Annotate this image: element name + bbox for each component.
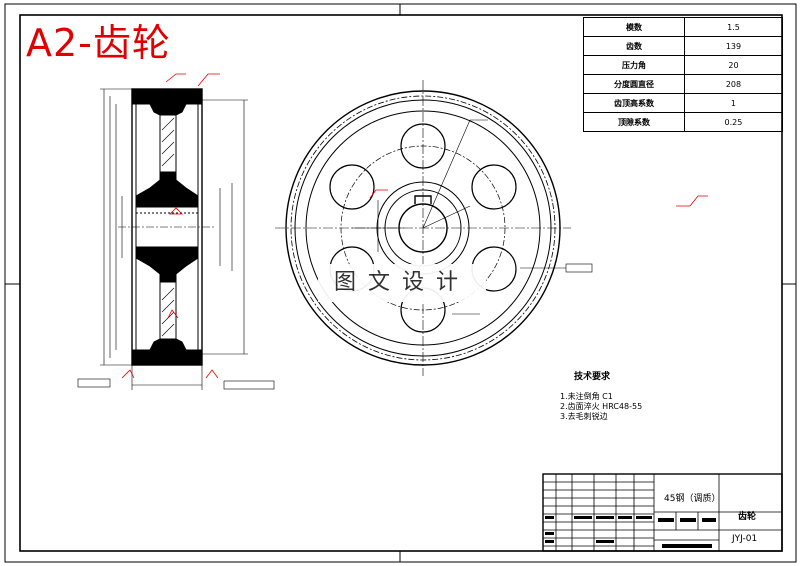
param-key: 压力角 [583, 55, 685, 75]
param-key: 分度圆直径 [583, 74, 685, 94]
front-annotations [369, 189, 708, 207]
tech-heading: 技术要求 [574, 372, 611, 382]
section-annotations [121, 73, 220, 379]
param-key: 齿数 [583, 36, 685, 56]
tech-item: 2.齿面淬火 HRC48-55 [560, 402, 643, 411]
part-name-label: 齿轮 [738, 512, 757, 522]
param-value: 20 [683, 55, 784, 75]
param-value: 1 [683, 93, 784, 113]
param-key: 模数 [583, 17, 685, 37]
param-value: 139 [683, 36, 784, 56]
watermark-text: 图文设计 [318, 264, 486, 302]
tech-item: 3.去毛刺锐边 [560, 412, 608, 421]
param-value: 0.25 [683, 112, 784, 132]
param-key: 齿顶高系数 [583, 93, 685, 113]
drawing-number-label: JYJ-01 [732, 534, 758, 544]
param-value: 208 [683, 74, 784, 94]
material-label: 45钢（调质） [664, 494, 721, 504]
param-value: 1.5 [683, 17, 784, 37]
drawing-title: A2-齿轮 [26, 21, 171, 65]
section-view [77, 88, 275, 390]
title-block-fills [545, 516, 716, 548]
title-block [542, 473, 783, 552]
technical-requirements: 技术要求 1.未注倒角 C1 2.齿面淬火 HRC48-55 3.去毛刺锐边 [560, 372, 642, 422]
param-key: 顶隙系数 [583, 112, 685, 132]
sheet-frame [4, 3, 797, 563]
front-view [275, 80, 593, 376]
tech-item: 1.未注倒角 C1 [560, 392, 613, 401]
